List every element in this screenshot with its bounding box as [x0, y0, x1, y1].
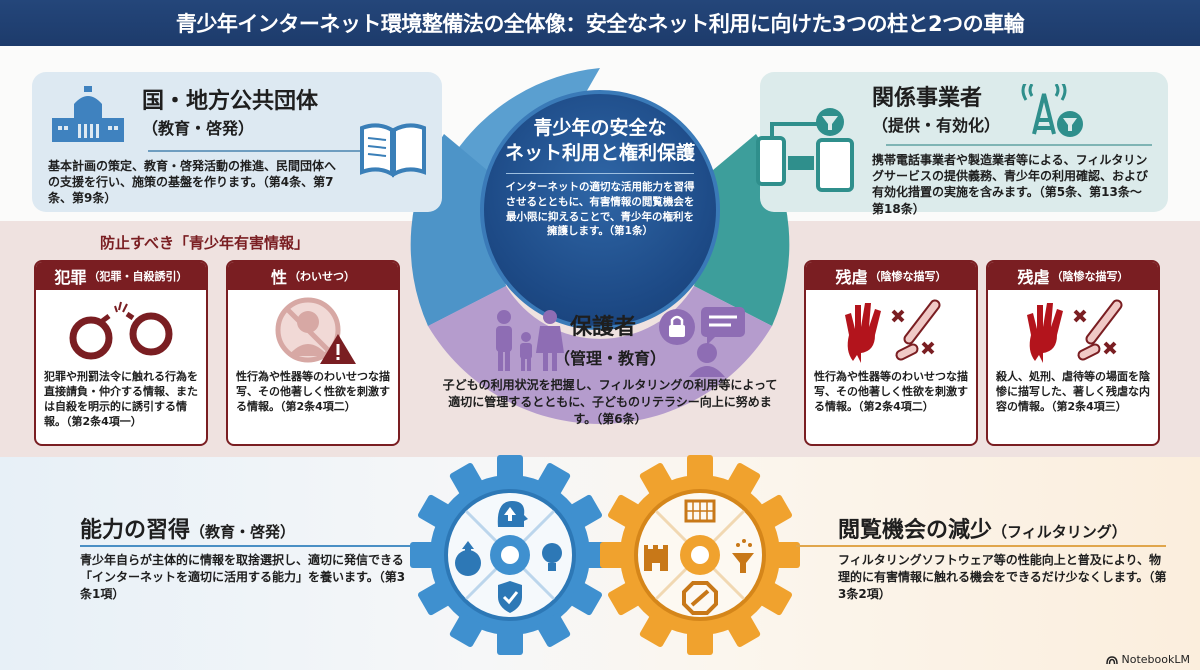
- harm-card-title: 性: [270, 268, 287, 287]
- harmful-info-heading: 防止すべき「青少年有害情報」: [100, 234, 309, 252]
- pillar-filtering-title: 閲覧機会の減少（フィルタリング）: [838, 512, 1127, 544]
- harm-card-qualifier: （犯罪・自殺誘引）: [88, 270, 188, 283]
- business-body: 携帯電話事業者や製造業者等による、フィルタリングサービスの提供義務、青少年の利用…: [872, 153, 1149, 216]
- harm-card-title: 残虐: [835, 268, 868, 287]
- harm-card-title: 犯罪: [54, 268, 87, 287]
- government-body: 基本計画の策定、教育・啓発活動の推進、民間団体への支援を行い、施策の基盤を作りま…: [48, 159, 337, 206]
- brand-label: NotebookLM: [1121, 653, 1190, 666]
- page-title: 青少年インターネット環境整備法の全体像：安全なネット利用に向けた3つの柱と2つの…: [0, 0, 1200, 46]
- business-title: 関係事業者: [872, 86, 983, 112]
- bloody-hand-bone-icon: [1027, 299, 1123, 363]
- government-title: 国・地方公共団体: [142, 89, 319, 115]
- harm-card-cruelty-1: 残虐（陰惨な描写） 性行為や性器等のわいせつな描写、その他著しく性欲を刺激する情…: [804, 260, 978, 446]
- harm-card-cruelty-2: 残虐（陰惨な描写） 殺人、処刑、虐待等の場面を陰惨に描写した、著しく残虐な内容の…: [986, 260, 1160, 446]
- pillar-filtering-body: フィルタリングソフトウェア等の性能向上と普及により、物理的に有害情報に触れる機会…: [838, 553, 1167, 601]
- pillar-filtering-divider: [796, 545, 1166, 547]
- filtering-gear: [600, 455, 800, 655]
- harm-card-body: 犯罪や刑罰法令に触れる行為を直接請負・仲介する情報、または自殺を明示的に誘引する…: [44, 370, 198, 428]
- guardians-subtitle: （管理・教育）: [554, 349, 667, 368]
- antenna-tower-icon: [1021, 84, 1084, 137]
- harm-card-body: 殺人、処刑、虐待等の場面を陰惨に描写した、著しく残虐な内容の情報。（第2条4項三…: [996, 370, 1150, 413]
- pillar-ability-qualifier: （教育・啓発）: [190, 523, 296, 541]
- center-goal-circle: 青少年の安全な ネット利用と権利保護 インターネットの適切な活用能力を習得させる…: [480, 90, 720, 330]
- business-subtitle: （提供・有効化）: [872, 115, 1001, 135]
- center-title-line1: 青少年の安全な: [533, 117, 667, 139]
- bloody-hand-bone-icon: [845, 299, 941, 363]
- castle-wall-icon: [644, 545, 668, 571]
- center-title-line2: ネット利用と権利保護: [504, 141, 695, 164]
- funnel-icon: [732, 553, 754, 573]
- guardians-body: 子どもの利用状況を把握し、フィルタリングの利用等によって適切に管理するとともに、…: [442, 378, 778, 426]
- brain-growth-icon: [455, 550, 481, 576]
- government-divider: [148, 150, 426, 152]
- pillar-ability-heading: 能力の習得: [80, 518, 191, 543]
- lightbulb-icon: [542, 543, 562, 563]
- center-body: インターネットの適切な活用能力を習得させるとともに、有害情報の閲覧機会を最小限に…: [505, 181, 695, 238]
- pillar-filtering-heading: 閲覧機会の減少: [838, 518, 993, 543]
- prohibited-sign-icon: [682, 581, 718, 615]
- harm-card-body: 性行為や性器等のわいせつな描写、その他著しく性欲を刺激する情報。（第2条4項二）: [236, 370, 390, 413]
- harm-card-title: 残虐: [1017, 268, 1050, 287]
- harm-card-qualifier: （わいせつ）: [289, 270, 355, 283]
- open-book-icon: [360, 123, 426, 178]
- shield-check-icon: [498, 581, 522, 613]
- parliament-building-icon: [52, 86, 124, 142]
- prohibited-person-warning-icon: [275, 297, 356, 364]
- harm-card-qualifier: （陰惨な描写）: [1051, 270, 1129, 283]
- government-subtitle: （教育・啓発）: [142, 118, 255, 138]
- pillar-ability-title: 能力の習得（教育・啓発）: [80, 512, 295, 544]
- brand-watermark: NotebookLM: [1105, 653, 1190, 666]
- broken-handcuffs-icon: [69, 301, 173, 360]
- business-divider: [886, 144, 1152, 146]
- family-icon: [496, 310, 564, 371]
- guardians-title: 保護者: [570, 315, 637, 340]
- pillar-filtering-qualifier: （フィルタリング）: [992, 523, 1127, 541]
- notebooklm-logo-icon: [1105, 655, 1118, 664]
- harm-card-body: 性行為や性器等のわいせつな描写、その他著しく性欲を刺激する情報。（第2条4項二）: [814, 370, 968, 413]
- center-divider: [506, 173, 694, 175]
- pillar-ability-divider: [80, 545, 410, 547]
- ability-gear: [410, 455, 610, 655]
- pillar-ability-body: 青少年自らが主体的に情報を取捨選択し、適切に発信できる「インターネットを適切に活…: [80, 553, 406, 601]
- harm-card-crime: 犯罪（犯罪・自殺誘引） 犯罪や刑罰法令に触れる行為を直接請負・仲介する情報、また…: [34, 260, 208, 446]
- lock-chat-user-icon: [659, 307, 745, 377]
- harm-card-qualifier: （陰惨な描写）: [869, 270, 947, 283]
- devices-filter-icon: [756, 108, 854, 192]
- harm-card-sexual: 性（わいせつ） 性行為や性器等のわいせつな描写、その他著しく性欲を刺激する情報。…: [226, 260, 400, 446]
